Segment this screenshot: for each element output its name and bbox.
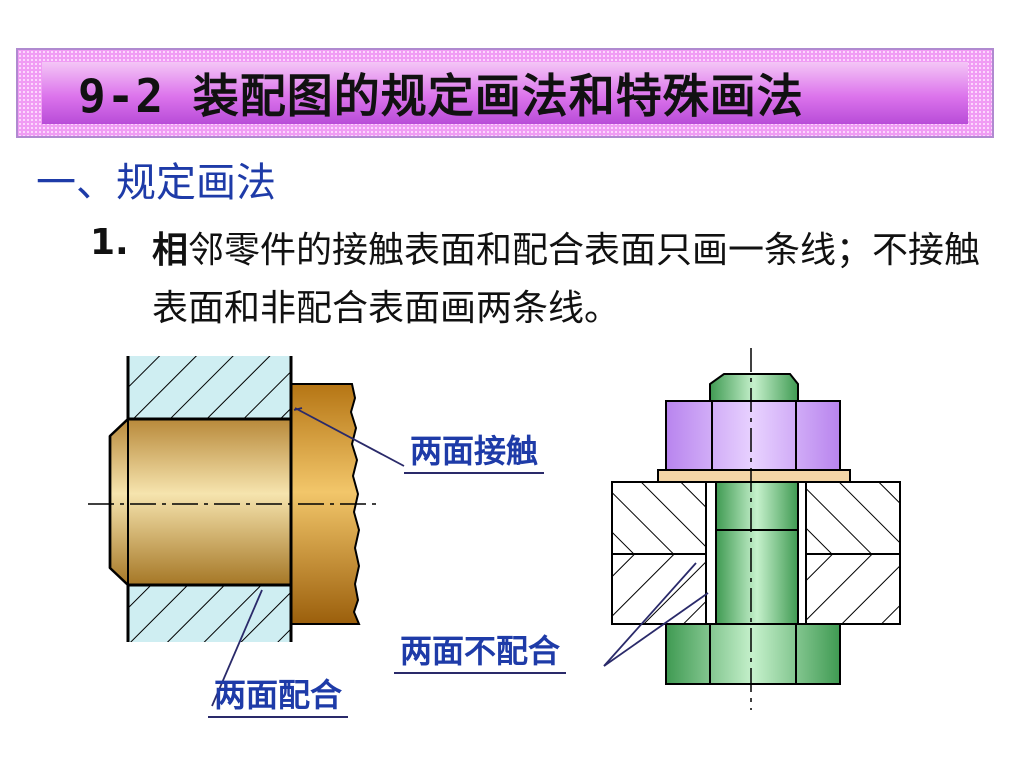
hex-nut xyxy=(665,400,841,471)
housing-upper-section xyxy=(128,356,291,419)
upper-plate-left xyxy=(611,481,707,555)
washer xyxy=(657,469,851,483)
housing-lower-section xyxy=(128,585,291,642)
item-number: 1. xyxy=(90,222,129,263)
bolt-assembly-drawing xyxy=(611,348,901,710)
title-bar: 9-2 装配图的规定画法和特殊画法 xyxy=(42,62,968,124)
shaft-body xyxy=(108,417,293,587)
page-title: 9-2 装配图的规定画法和特殊画法 xyxy=(78,69,804,123)
title-band: 9-2 装配图的规定画法和特殊画法 xyxy=(16,48,994,138)
lower-plate-left xyxy=(611,553,707,625)
bolt-shank xyxy=(715,481,799,625)
item-text: 相邻零件的接触表面和配合表面只画一条线；不接触表面和非配合表面画两条线。 xyxy=(152,222,992,338)
lower-plate-right xyxy=(805,553,901,625)
leader-contact xyxy=(294,407,405,467)
leader-no-fit-2 xyxy=(603,592,709,667)
leader-fit xyxy=(211,589,263,707)
leader-lines xyxy=(211,407,709,707)
callout-two-face-fit: 两面配合 xyxy=(208,670,349,718)
flange-part xyxy=(290,383,361,625)
item-first-char: 相 xyxy=(152,230,189,271)
item-text-rest: 邻零件的接触表面和配合表面只画一条线；不接触表面和非配合表面画两条线。 xyxy=(152,230,981,329)
bolt-thread-tip xyxy=(709,373,799,403)
section-heading: 一、规定画法 xyxy=(36,160,276,206)
leader-contact-arrow xyxy=(293,407,303,411)
bolt-head xyxy=(665,623,841,685)
callout-two-face-no-fit: 两面不配合 xyxy=(394,626,567,674)
upper-plate-right xyxy=(805,481,901,555)
callout-two-face-contact: 两面接触 xyxy=(404,426,545,474)
shaft-hole-fit-drawing xyxy=(88,356,382,642)
leader-no-fit-1 xyxy=(603,562,697,667)
